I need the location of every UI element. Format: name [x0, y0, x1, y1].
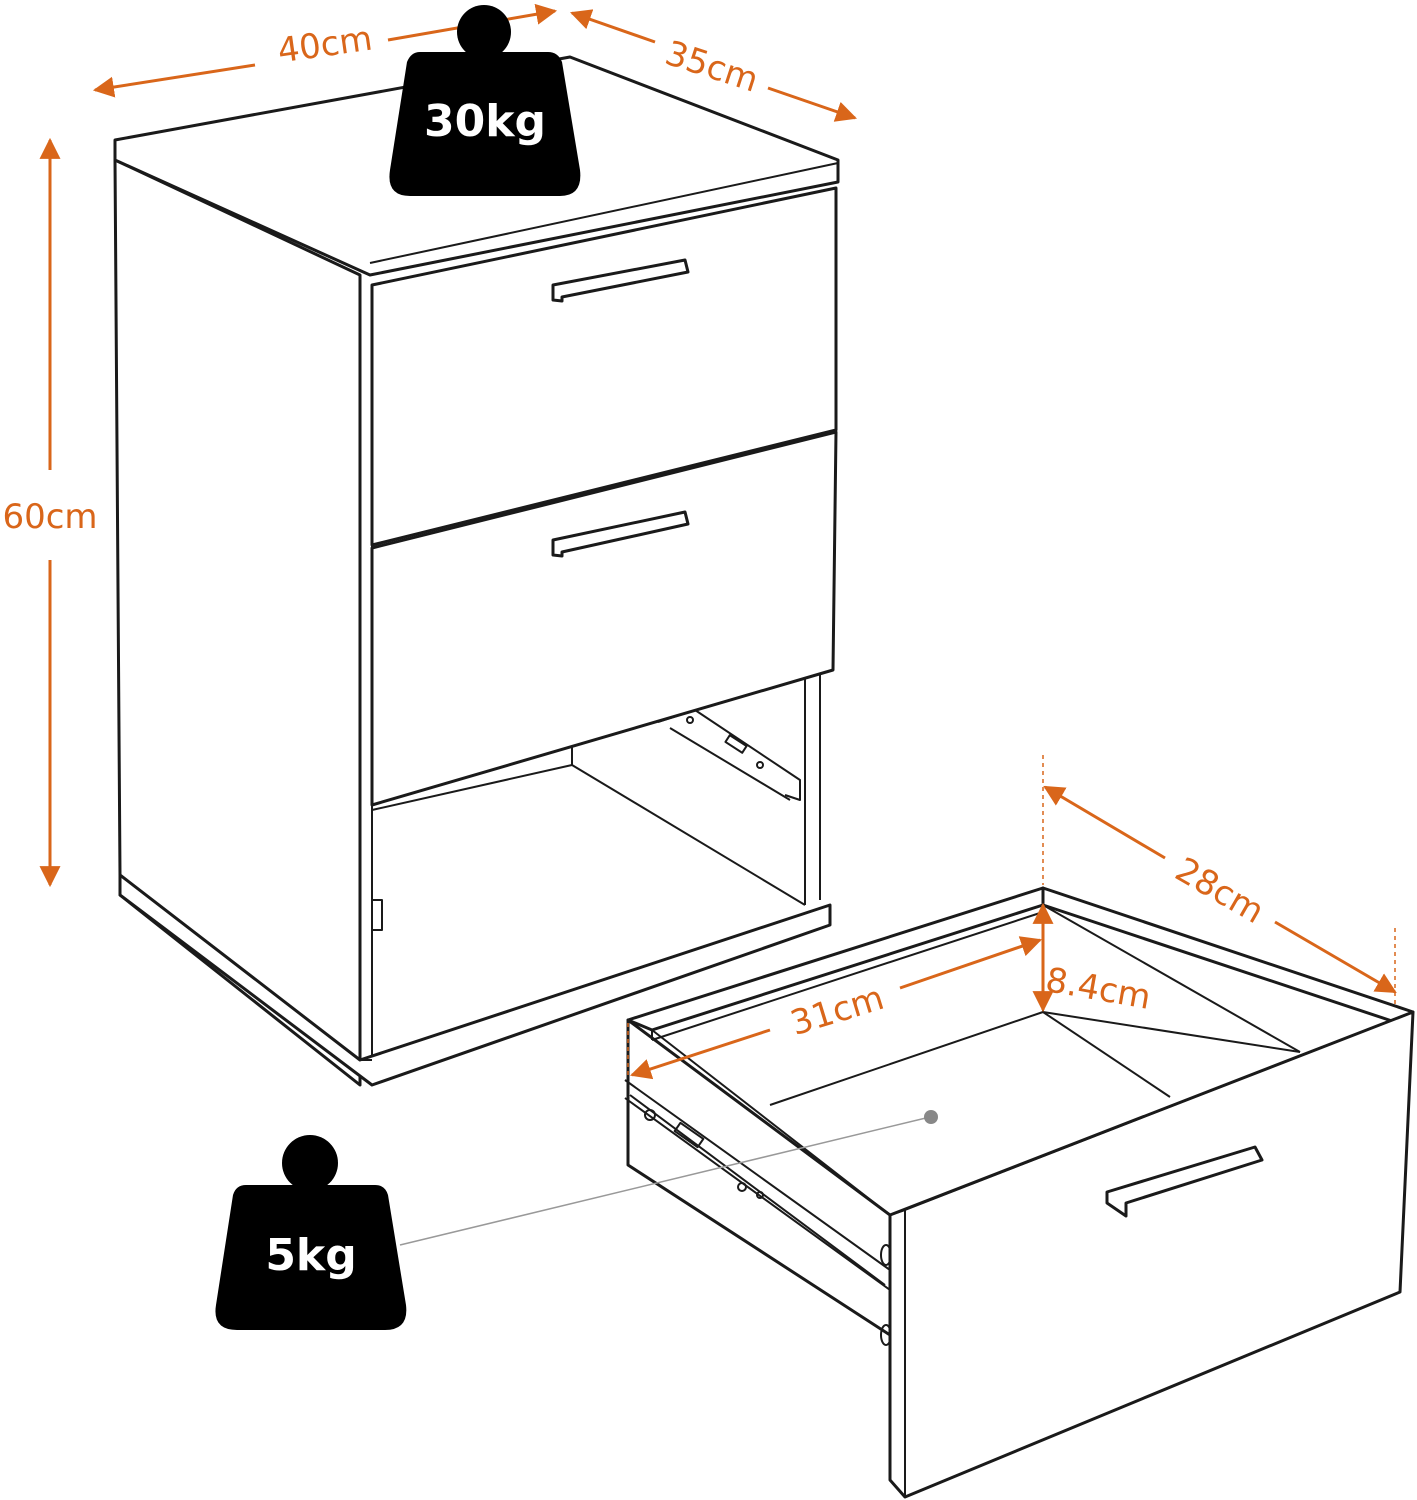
top-load-label: 30kg	[424, 96, 546, 147]
height-label: 60cm	[2, 497, 97, 537]
drawer-width-label: 31cm	[786, 978, 889, 1044]
nightstand-cabinet	[113, 55, 840, 1087]
drawer-handle-icon[interactable]	[551, 510, 690, 558]
removed-drawer	[624, 886, 1415, 1499]
drawer-side-panel	[626, 1018, 892, 1337]
weight-icon: 30kg	[389, 5, 581, 196]
drawer-top[interactable]	[370, 186, 838, 547]
drawer-height-label: 8.4cm	[1043, 960, 1154, 1018]
drawer-handle-icon[interactable]	[1105, 1145, 1264, 1218]
load-leader-line	[399, 1110, 938, 1246]
drawer-slide-rail-icon	[624, 1079, 892, 1346]
width-label: 40cm	[275, 19, 375, 72]
depth-label: 35cm	[660, 33, 763, 100]
weight-icon: 5kg	[215, 1135, 407, 1330]
cabinet-side-panel	[113, 158, 362, 1087]
dimension-annotations	[39, 3, 1397, 1080]
drawer-middle[interactable]	[370, 430, 838, 807]
drawer-depth-label: 28cm	[1168, 850, 1270, 932]
drawer-handle-icon[interactable]	[551, 258, 690, 303]
drawer-load-label: 5kg	[265, 1230, 356, 1281]
